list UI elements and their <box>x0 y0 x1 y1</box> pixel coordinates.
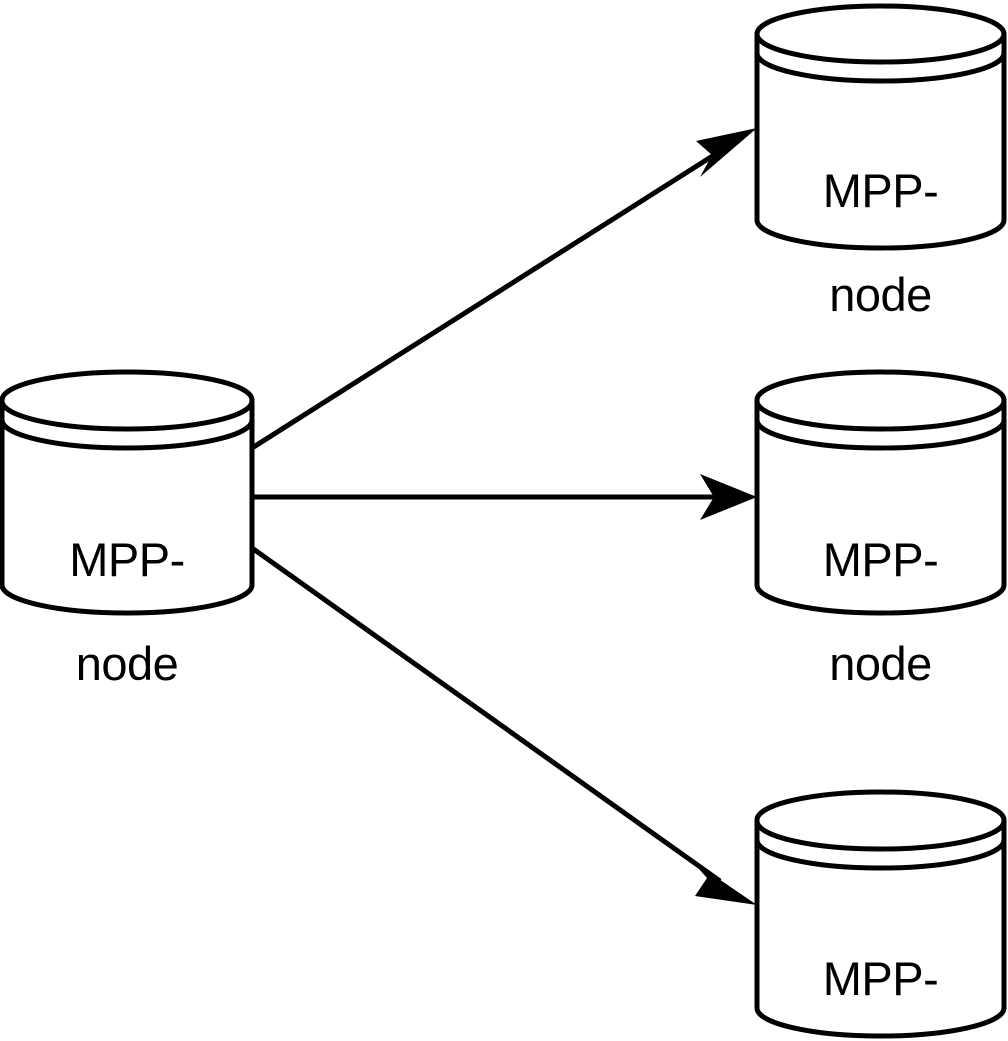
node-target-middle[interactable] <box>754 369 1007 616</box>
node-source[interactable] <box>0 369 255 616</box>
node-target-bottom[interactable] <box>754 789 1007 1039</box>
cylinder-body <box>0 369 255 616</box>
cylinder-ridge-1 <box>754 31 1007 65</box>
cylinder-body <box>754 369 1007 616</box>
cylinder-ridge-1 <box>754 818 1007 852</box>
arrowhead-icon <box>696 128 757 177</box>
edge-source-to-middle[interactable] <box>252 474 757 520</box>
arrowhead-icon <box>700 474 757 520</box>
edge-line <box>250 147 724 451</box>
cylinder-ridge-1 <box>0 398 255 432</box>
cylinder-ridge-2 <box>0 417 255 451</box>
edge-source-to-top[interactable] <box>250 128 757 451</box>
cylinder-body <box>754 789 1007 1039</box>
cylinder-body <box>754 3 1007 251</box>
arrowhead-icon <box>691 860 757 905</box>
cylinder-ridge-2 <box>754 417 1007 451</box>
cylinder-ridge-2 <box>754 837 1007 871</box>
edge-source-to-bottom[interactable] <box>250 545 757 905</box>
cylinder-ridge-1 <box>754 398 1007 432</box>
cylinder-ridge-2 <box>754 50 1007 84</box>
node-target-top[interactable] <box>754 3 1007 251</box>
edge-line <box>250 545 722 884</box>
